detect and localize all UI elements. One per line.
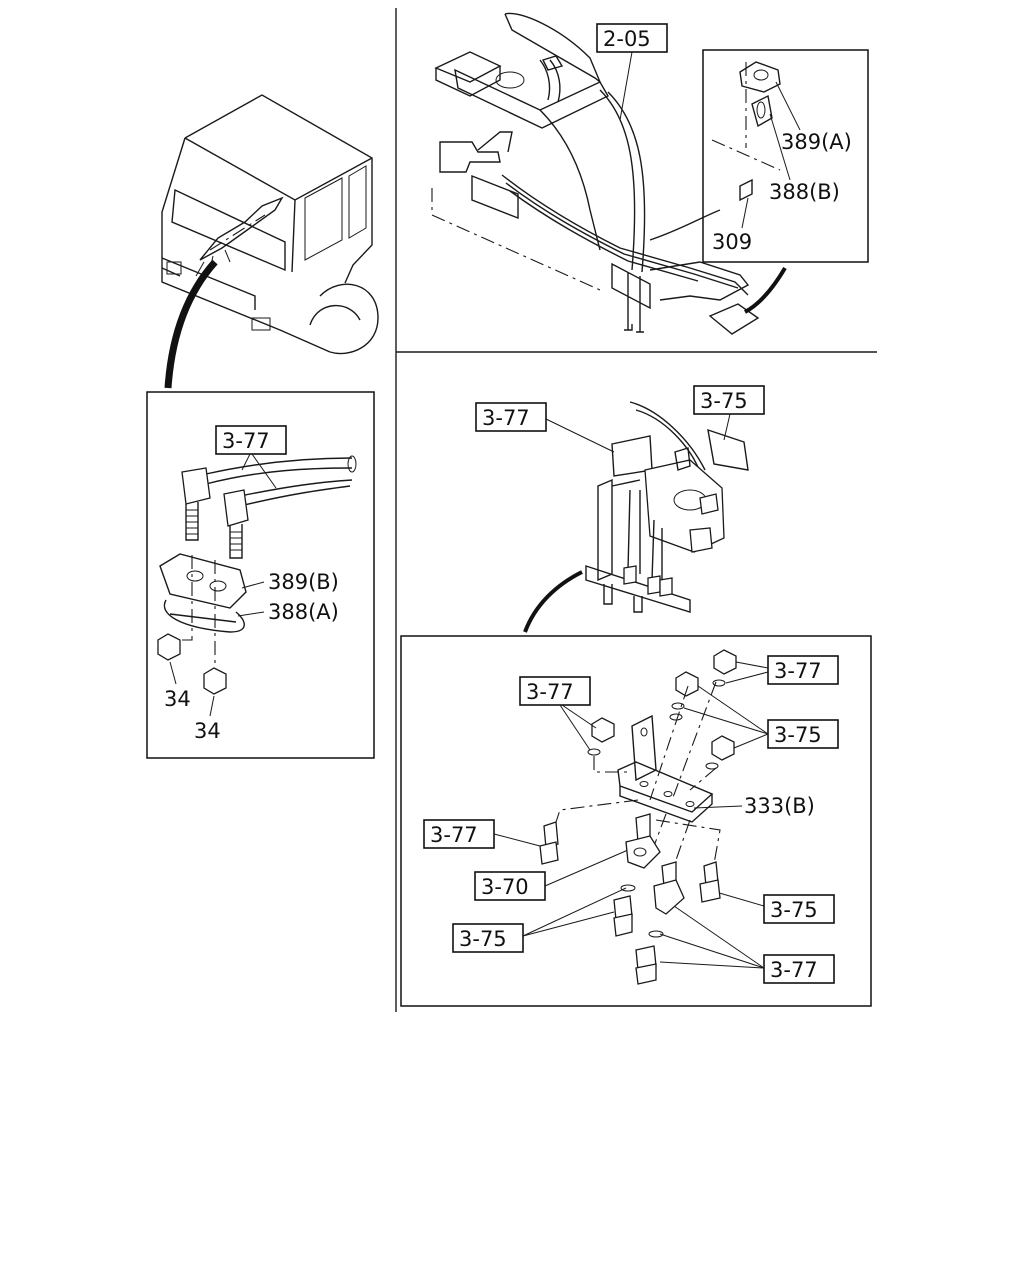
callout-388a: 388(A): [268, 600, 339, 624]
valve-assembly-illustration: 3-77 3-75: [475, 385, 765, 633]
callout-389b: 389(B): [268, 570, 339, 594]
callout-detail-3-75-left: 3-75: [459, 927, 507, 951]
callout-valve-3-77: 3-77: [482, 406, 530, 430]
callout-detail-3-77-left: 3-77: [526, 680, 574, 704]
callout-left-3-77: 3-77: [222, 429, 270, 453]
callout-valve-3-75: 3-75: [700, 389, 748, 413]
callout-detail-3-77-mid: 3-77: [430, 823, 478, 847]
callout-34-b: 34: [194, 719, 221, 743]
callout-3-70: 3-70: [481, 875, 529, 899]
callout-detail-3-75-right: 3-75: [774, 723, 822, 747]
callout-2-05: 2-05: [603, 27, 651, 51]
left-detail-box: 3-77 389(B) 388(A) 34 34: [146, 391, 375, 759]
callout-309: 309: [712, 230, 752, 254]
callout-detail-3-77-bottom: 3-77: [770, 958, 818, 982]
callout-detail-3-75-low: 3-75: [770, 898, 818, 922]
truck-cab-illustration: [161, 94, 379, 389]
callout-389a: 389(A): [781, 130, 852, 154]
callout-333b: 333(B): [744, 794, 815, 818]
callout-388b: 388(B): [769, 180, 840, 204]
callout-34-a: 34: [164, 687, 191, 711]
exploded-detail-box: 3-77 3-77 3-75 333(B) 3-77 3-70 3-75 3-7…: [400, 635, 872, 1007]
upper-assembly-illustration: 2-05 389(A) 388(B) 309: [431, 12, 869, 335]
callout-detail-3-77-top: 3-77: [774, 659, 822, 683]
